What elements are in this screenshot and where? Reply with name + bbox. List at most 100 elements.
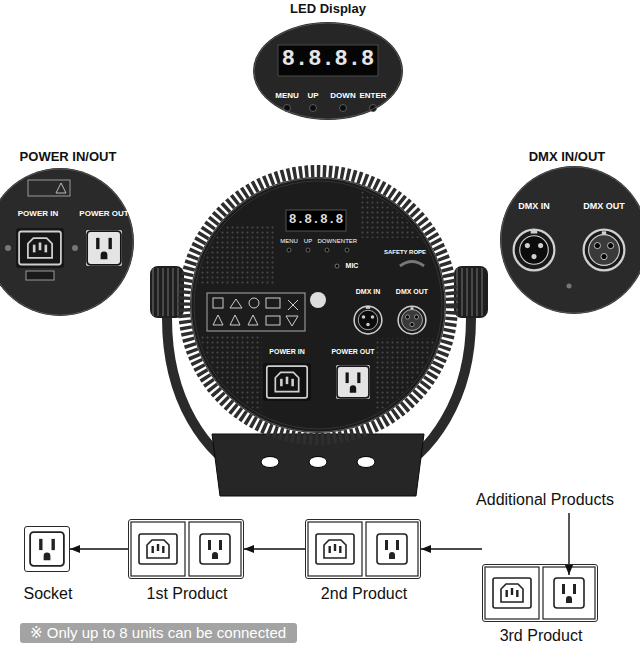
button-label: ENTER: [359, 91, 386, 100]
node-outline: [500, 166, 640, 314]
button-label: DOWN: [318, 238, 337, 245]
port-label: DMX IN: [518, 201, 550, 211]
socket-box: Socket: [24, 526, 70, 572]
power-inlet-symbol: [139, 534, 177, 564]
inlet-housing: [16, 228, 64, 268]
node-outline: [254, 23, 402, 119]
dmx-inset-art: [500, 166, 640, 314]
button: [325, 248, 329, 252]
callout-label: Additional Products: [476, 491, 614, 509]
sticker-symbol: [230, 299, 242, 308]
screw: [567, 284, 572, 289]
port-label: DMX OUT: [583, 201, 625, 211]
qc-sticker: [310, 292, 326, 308]
port-label: SAFETY ROPE: [384, 249, 426, 256]
sticker-symbol: [249, 298, 259, 308]
fixture-body: 8.8.8.8MENUUPDOWNENTERMICSAFETY ROPEDMX …: [190, 177, 446, 433]
button: [306, 248, 310, 252]
sticker-symbol: [213, 315, 258, 325]
button-label: DOWN: [330, 91, 355, 100]
node-outline: [191, 178, 445, 432]
note-text: ※ Only up to 8 units can be connected: [30, 624, 286, 641]
button-label: UP: [307, 91, 318, 100]
led-display-inset-art: [253, 22, 403, 120]
led-digits: 8.8.8.8: [282, 47, 374, 72]
button: [287, 248, 291, 252]
button: [345, 248, 349, 252]
button-label: ENTER: [337, 238, 357, 245]
power-inset: POWER IN/OUTPOWER INPOWER OUT: [0, 168, 134, 316]
product-box: 2nd Product: [305, 519, 421, 579]
port-label: POWER IN: [18, 209, 58, 218]
product-label: Socket: [24, 585, 73, 603]
power-link-arrow: [421, 548, 482, 549]
grille-dots: [360, 190, 430, 238]
port-label: POWER OUT: [331, 348, 374, 356]
product-label: 2nd Product: [321, 585, 407, 603]
power-inset-art: [0, 168, 134, 316]
button-label: MENU: [275, 91, 299, 100]
led-digits: 8.8.8.8: [289, 213, 344, 228]
power-outlet-symbol: [337, 366, 369, 398]
power-outlet-symbol: [554, 578, 584, 608]
inlet-frame: [485, 567, 539, 619]
inset-disc: [253, 22, 403, 120]
outlet-face: [336, 365, 370, 399]
grille-dots: [196, 335, 262, 415]
mount-hole: [261, 457, 279, 468]
screw: [72, 245, 78, 251]
knob-ridges: [456, 268, 486, 316]
mount-hole: [309, 457, 327, 468]
xlr-male-symbol: [514, 229, 555, 270]
power-outlet-symbol: [87, 231, 121, 265]
knob-ridges: [152, 268, 182, 316]
power-outlet-symbol: [200, 534, 230, 564]
dmx-inset: DMX IN/OUTDMX INDMX OUT: [500, 166, 640, 314]
node-outline: [0, 168, 134, 316]
sticker-symbol: [266, 298, 280, 308]
warning-symbol: [56, 183, 66, 193]
product-label: 1st Product: [147, 585, 228, 603]
inset-title: POWER IN/OUT: [20, 150, 117, 165]
fixture-housing: [190, 177, 446, 433]
xlr-male-symbol: [354, 306, 382, 334]
certification-sticker: [207, 293, 305, 331]
wall-socket-symbol: [30, 532, 64, 566]
power-link-arrow: [244, 548, 305, 549]
button: [310, 105, 317, 112]
inlet-frame: [131, 522, 185, 576]
outlet-frame: [189, 522, 241, 576]
button-label: UP: [304, 238, 312, 245]
chain-icons: [30, 513, 595, 619]
port-label: MIC: [346, 262, 359, 270]
node-outline: [501, 167, 640, 313]
inset-disc: [0, 168, 134, 316]
led-display-inset: LED Display8.8.8.8MENUUPDOWNENTER: [253, 22, 403, 120]
fuse-holder: [26, 271, 54, 280]
power-link-arrow: [70, 548, 128, 549]
button: [340, 105, 347, 112]
display-window: [286, 210, 346, 231]
inlet-housing: [263, 363, 311, 401]
heatsink-fins: [184, 171, 452, 439]
mount-hole: [357, 457, 375, 468]
outlet-face: [86, 230, 122, 266]
power-inlet-symbol: [267, 366, 307, 398]
warning-label: [28, 180, 70, 196]
note-band: ※ Only up to 8 units can be connected: [20, 623, 297, 643]
grille-dots: [374, 338, 444, 418]
port-label: POWER IN: [269, 348, 304, 356]
power-inlet-symbol: [493, 578, 531, 608]
product-label: 3rd Product: [500, 627, 583, 645]
power-inlet-symbol: [19, 232, 61, 265]
inset-title: LED Display: [290, 2, 366, 17]
product-box: 1st Product: [128, 519, 244, 579]
sticker-symbol: [266, 316, 280, 325]
safety-rope-hook: [400, 262, 424, 267]
leader-arrow: [568, 513, 569, 575]
fixture-art: [150, 171, 488, 496]
housing-rim: [194, 181, 442, 429]
